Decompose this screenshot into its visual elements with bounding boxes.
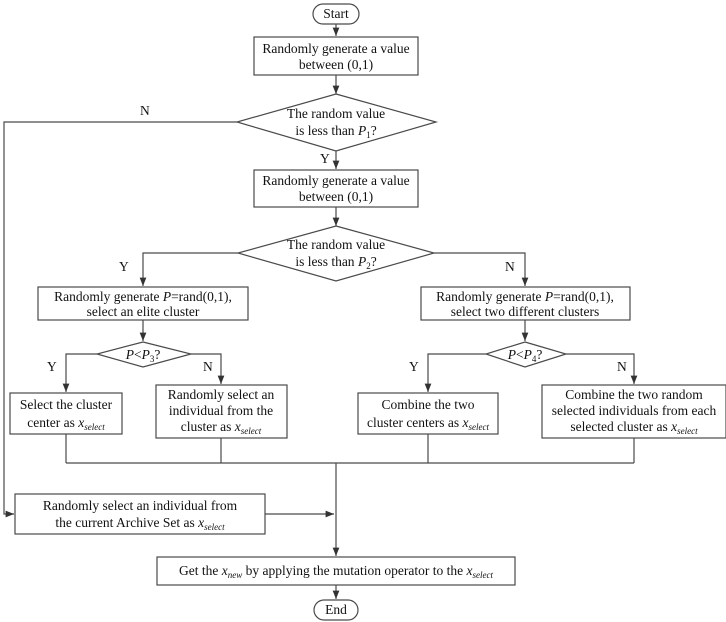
connectors xyxy=(3,24,638,599)
node-decision-p4: P<P4? xyxy=(484,341,569,368)
edge-dec2-no xyxy=(434,252,529,286)
node-combine-centers: Combine the two cluster centers as xsele… xyxy=(357,392,499,435)
boxa-line2: center as xselect xyxy=(27,415,105,432)
start-text: Start xyxy=(323,6,349,21)
archive-line1: Randomly select an individual from xyxy=(43,498,238,513)
gen2-line2: between (0,1) xyxy=(299,189,373,204)
node-generate-value-2: Randomly generate a value between (0,1) xyxy=(253,169,419,208)
end-text: End xyxy=(325,602,347,617)
boxd-line3: selected cluster as xselect xyxy=(570,419,698,436)
node-select-elite-cluster: Randomly generate P=rand(0,1), select an… xyxy=(37,286,249,321)
gen1-line2: between (0,1) xyxy=(299,57,373,72)
boxd-line2: selected individuals from each xyxy=(552,403,717,418)
boxb-line1: Randomly select an xyxy=(168,387,275,402)
node-archive-select: Randomly select an individual from the c… xyxy=(14,493,266,535)
node-decision-p1: The random value is less than P1? xyxy=(234,93,439,152)
boxb-line3: cluster as xselect xyxy=(181,419,262,436)
label-dec3-no: N xyxy=(203,359,213,374)
boxb-line2: individual from the xyxy=(169,403,273,418)
node-start: Start xyxy=(312,3,360,25)
dec1-line2: is less than P1? xyxy=(295,123,376,140)
boxc-line1: Combine the two xyxy=(382,397,475,412)
node-select-cluster-center: Select the cluster center as xselect xyxy=(9,392,123,435)
node-combine-random-individuals: Combine the two random selected individu… xyxy=(541,384,726,439)
rightgen-line1: Randomly generate P=rand(0,1), xyxy=(436,289,614,304)
edge-labels: N Y Y N Y N Y N xyxy=(47,103,627,374)
mutation-text: Get the xnew by applying the mutation op… xyxy=(179,563,493,580)
edge-dec4-no xyxy=(566,353,638,384)
label-dec4-yes: Y xyxy=(409,359,419,374)
edge-dec3-no xyxy=(191,353,225,384)
node-generate-value-1: Randomly generate a value between (0,1) xyxy=(253,36,419,76)
archive-line2: the current Archive Set as xselect xyxy=(55,515,225,532)
node-end: End xyxy=(313,599,359,621)
edge-dec3-yes xyxy=(62,353,97,392)
boxc-line2: cluster centers as xselect xyxy=(367,415,490,432)
gen1-line1: Randomly generate a value xyxy=(262,41,409,56)
dec2-line1: The random value xyxy=(287,237,385,252)
leftgen-line2: select an elite cluster xyxy=(87,304,200,319)
boxa-line1: Select the cluster xyxy=(20,397,113,412)
node-select-two-clusters: Randomly generate P=rand(0,1), select tw… xyxy=(420,286,631,321)
label-dec3-yes: Y xyxy=(47,359,57,374)
edge-dec4-yes xyxy=(424,353,486,392)
dec3-text: P<P3? xyxy=(125,347,161,364)
node-mutation: Get the xnew by applying the mutation op… xyxy=(156,556,516,586)
dec2-line2: is less than P2? xyxy=(295,254,376,271)
boxd-line1: Combine the two random xyxy=(565,387,703,402)
dec4-text: P<P4? xyxy=(507,347,543,364)
label-dec1-yes: Y xyxy=(320,151,330,166)
label-dec4-no: N xyxy=(617,359,627,374)
node-decision-p3: P<P3? xyxy=(94,341,194,368)
rightgen-line2: select two different clusters xyxy=(451,304,600,319)
node-decision-p2: The random value is less than P2? xyxy=(235,225,437,282)
leftgen-line1: Randomly generate P=rand(0,1), xyxy=(54,289,232,304)
edge-dec2-yes xyxy=(139,252,238,286)
node-select-individual-cluster: Randomly select an individual from the c… xyxy=(155,384,288,439)
dec1-line1: The random value xyxy=(287,106,385,121)
label-dec2-yes: Y xyxy=(119,259,129,274)
edge-dec1-no-archive xyxy=(3,121,237,518)
label-dec2-no: N xyxy=(505,259,515,274)
label-dec1-no: N xyxy=(140,103,150,118)
gen2-line1: Randomly generate a value xyxy=(262,173,409,188)
